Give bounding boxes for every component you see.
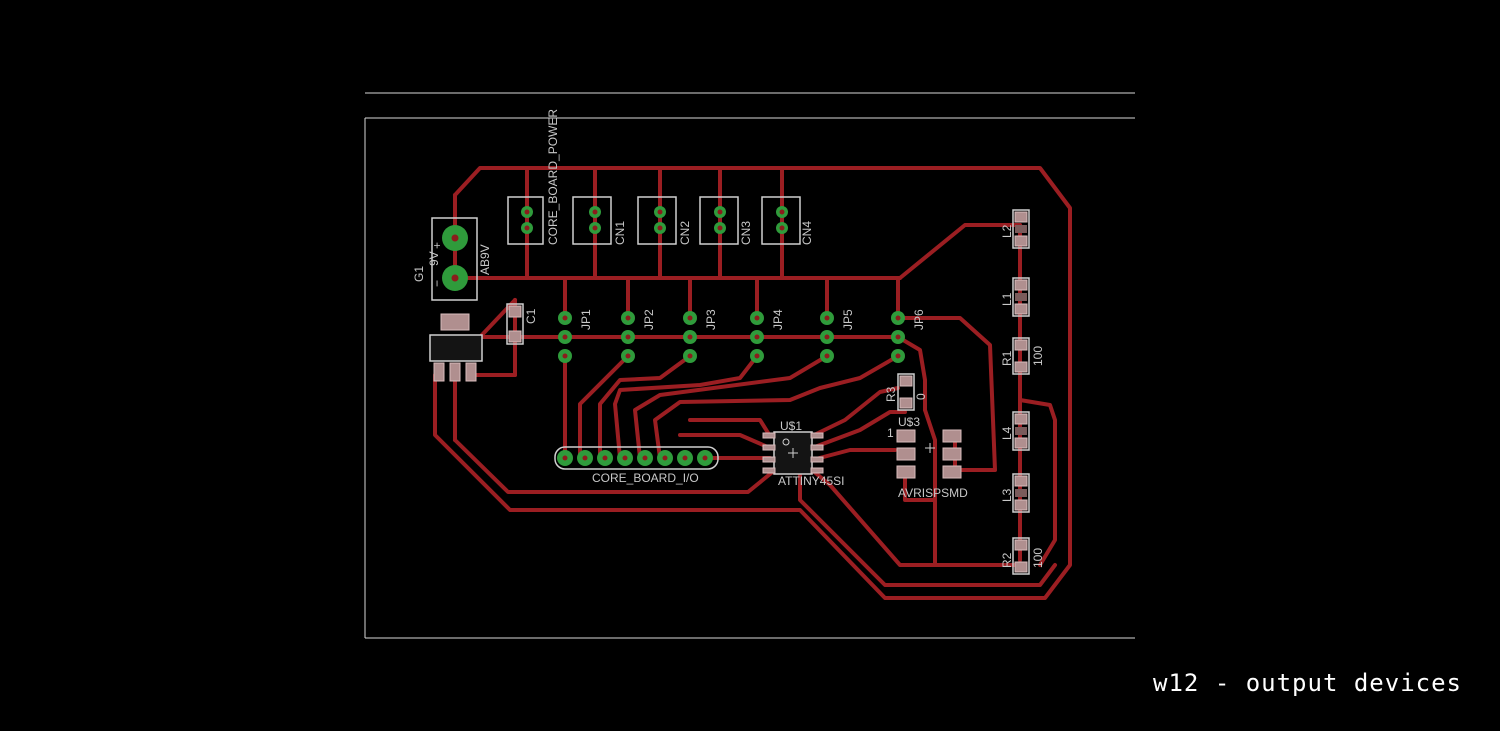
label-core-board-power: CORE_BOARD_POWER (546, 109, 560, 245)
label-minus: − (430, 280, 444, 287)
voltage-regulator (429, 313, 483, 382)
core-board-power-connector (507, 196, 544, 245)
label-avrisp: AVRISPSMD (898, 486, 968, 500)
label-jp3: JP3 (704, 309, 718, 330)
cn3-connector (699, 196, 739, 245)
led-l4 (1012, 411, 1030, 451)
label-cn4: CN4 (800, 221, 814, 245)
label-core-board-io: CORE_BOARD_I/O (592, 471, 699, 485)
led-l1 (1012, 277, 1030, 317)
label-cn1: CN1 (613, 221, 627, 245)
label-r2: R2 (1000, 552, 1014, 568)
label-r1-value: 100 (1031, 346, 1045, 366)
core-board-io-header (554, 446, 719, 470)
attiny-chip (762, 431, 824, 475)
cn4-connector (761, 196, 801, 245)
label-c1: C1 (524, 308, 538, 324)
label-attiny: ATTINY45SI (778, 474, 844, 488)
jp6-header (891, 311, 905, 363)
connector-footprints (507, 196, 801, 245)
label-u1: U$1 (780, 419, 802, 433)
silkscreen-labels: CORE_BOARD_POWER CN1 CN2 CN3 CN4 G1 9V +… (412, 109, 1045, 568)
label-9v: 9V (427, 251, 441, 266)
label-l1: L1 (1000, 292, 1014, 306)
cn1-connector (572, 196, 612, 245)
led-l2 (1012, 209, 1030, 249)
label-pin1: 1 (887, 426, 894, 440)
label-cn3: CN3 (739, 221, 753, 245)
resistor-r3 (897, 373, 915, 411)
jp2-header (621, 311, 635, 363)
label-ab9v: AB9V (478, 244, 492, 275)
battery-g1 (431, 217, 478, 301)
jp5-header (820, 311, 834, 363)
resistor-r1 (1012, 337, 1030, 375)
resistor-r2 (1012, 537, 1030, 575)
avrisp-footprint (896, 429, 962, 479)
label-r2-value: 100 (1031, 548, 1045, 568)
jp3-header (683, 311, 697, 363)
label-r1: R1 (1000, 350, 1014, 366)
led-chain (1012, 209, 1030, 575)
label-jp4: JP4 (771, 309, 785, 330)
label-r3: R3 (884, 386, 898, 402)
label-jp1: JP1 (579, 309, 593, 330)
label-jp5: JP5 (841, 309, 855, 330)
label-g1: G1 (412, 266, 426, 282)
cn2-connector (637, 196, 677, 245)
label-jp6: JP6 (912, 309, 926, 330)
jp4-header (750, 311, 764, 363)
label-cn2: CN2 (678, 221, 692, 245)
jp-headers (558, 311, 905, 363)
caption: w12 - output devices (1153, 669, 1462, 697)
label-l3: L3 (1000, 488, 1014, 502)
label-l4: L4 (1000, 426, 1014, 440)
jp1-header (558, 311, 572, 363)
board-outline (364, 92, 1135, 639)
label-jp2: JP2 (642, 309, 656, 330)
led-l3 (1012, 473, 1030, 513)
label-r3-value: 0 (914, 393, 928, 400)
label-l2: L2 (1000, 224, 1014, 238)
label-u3: U$3 (898, 415, 920, 429)
capacitor-c1 (506, 303, 524, 345)
label-plus: + (430, 242, 444, 249)
